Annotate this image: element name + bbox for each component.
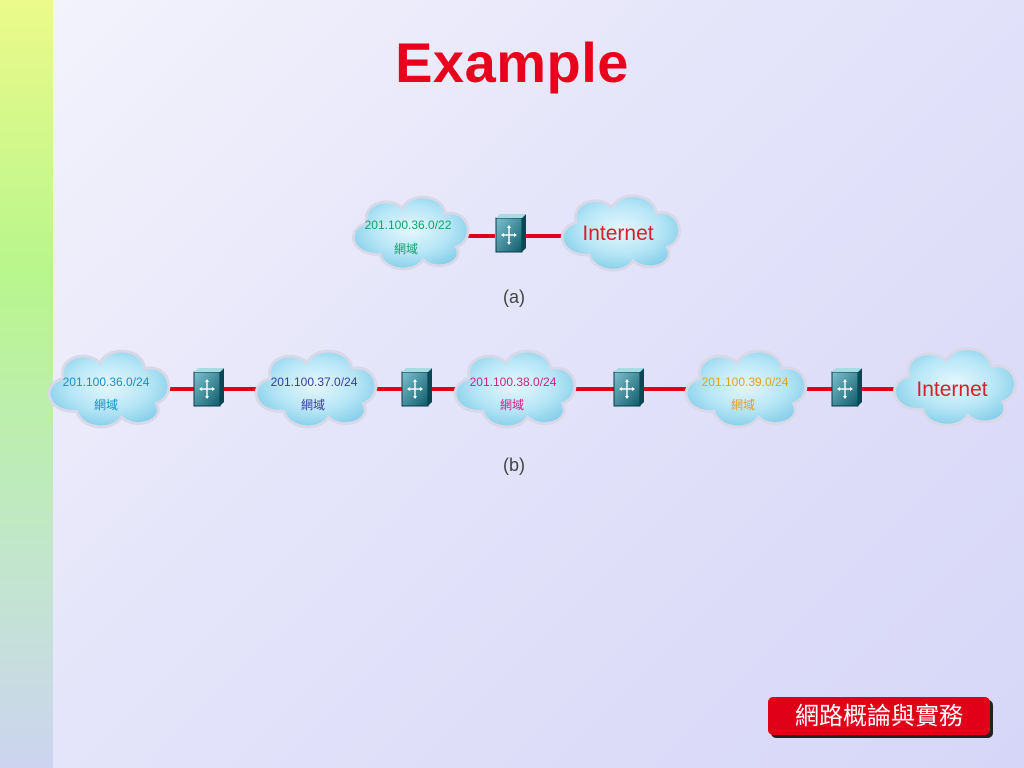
caption-a: (a) bbox=[503, 287, 525, 307]
router-icon bbox=[401, 367, 433, 407]
course-title-badge: 網路概論與實務 bbox=[768, 697, 990, 735]
caption-b: (b) bbox=[503, 455, 525, 475]
network-label: 網域 bbox=[500, 398, 524, 412]
network-prefix: 201.100.36.0/22 bbox=[365, 218, 452, 232]
internet-label: Internet bbox=[582, 222, 653, 245]
network-prefix: 201.100.38.0/24 bbox=[470, 375, 557, 389]
page-title: Example bbox=[395, 31, 629, 94]
network-prefix: 201.100.36.0/24 bbox=[63, 375, 150, 389]
internet-label: Internet bbox=[916, 378, 987, 401]
router-icon bbox=[831, 367, 863, 407]
network-label: 網域 bbox=[301, 398, 325, 412]
diagram-a: 201.100.36.0/22 網域 Internet (a) bbox=[352, 194, 681, 307]
router-icon bbox=[193, 367, 225, 407]
network-label: 網域 bbox=[731, 398, 755, 412]
network-cloud bbox=[352, 195, 470, 271]
network-label: 網域 bbox=[94, 398, 118, 412]
diagram-b: 201.100.36.0/24 網域 201.100.37.0/24 網域 20… bbox=[47, 347, 1017, 475]
router-icon bbox=[613, 367, 645, 407]
network-prefix: 201.100.39.0/24 bbox=[702, 375, 789, 389]
router-icon bbox=[495, 213, 527, 253]
left-accent-bar bbox=[0, 0, 53, 768]
network-label: 網域 bbox=[394, 242, 418, 256]
network-prefix: 201.100.37.0/24 bbox=[271, 375, 358, 389]
